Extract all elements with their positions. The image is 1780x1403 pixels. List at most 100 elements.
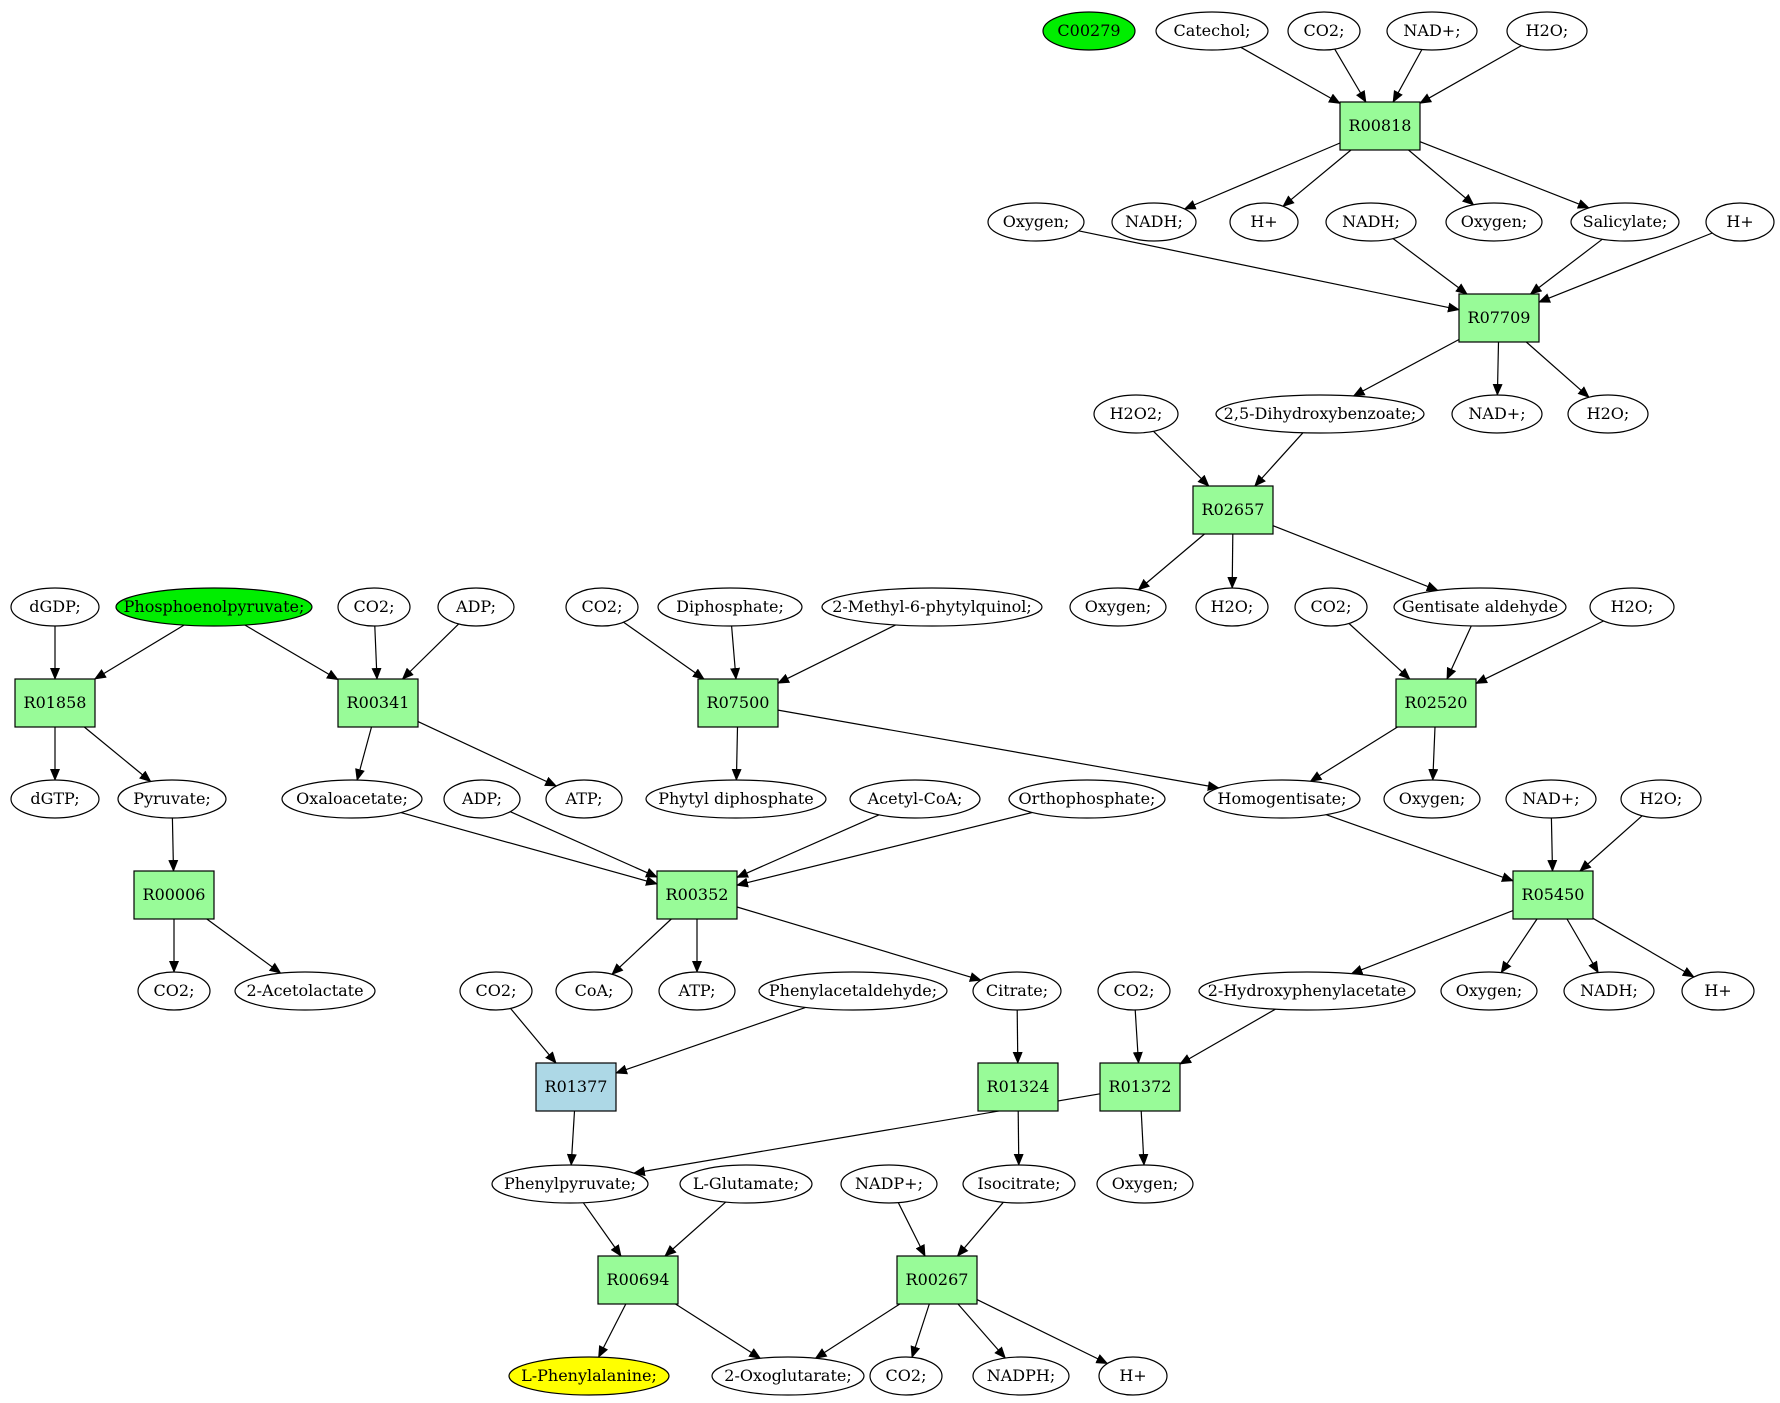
edge-R00267-to-co2_h — [910, 1303, 930, 1359]
compound-node-phenylacet[interactable]: Phenylacetaldehyde; — [758, 971, 948, 1011]
reaction-node-R05450[interactable]: R05450 — [1512, 870, 1594, 920]
compound-node-co2_a[interactable]: CO2; — [1287, 11, 1361, 51]
reaction-node-R01858[interactable]: R01858 — [14, 678, 96, 728]
compound-node-glutamate[interactable]: L-Glutamate; — [679, 1164, 813, 1204]
node-label: ATP; — [565, 789, 603, 808]
compound-node-oxygen_e[interactable]: Oxygen; — [1440, 971, 1538, 1011]
compound-node-hplus_b[interactable]: H+ — [1705, 202, 1775, 242]
node-label: Citrate; — [986, 981, 1048, 1000]
compound-node-co2_h[interactable]: CO2; — [869, 1356, 943, 1396]
compound-ellipse — [869, 1356, 943, 1396]
compound-node-dgtp[interactable]: dGTP; — [10, 779, 100, 819]
compound-node-coa[interactable]: CoA; — [555, 971, 633, 1011]
reaction-node-R01324[interactable]: R01324 — [977, 1062, 1059, 1112]
compound-node-hplus_a[interactable]: H+ — [1229, 202, 1299, 242]
compound-node-catechol[interactable]: Catechol; — [1155, 11, 1269, 51]
compound-node-co2_b[interactable]: CO2; — [1294, 587, 1368, 627]
compound-node-hplus_c[interactable]: H+ — [1681, 971, 1755, 1011]
node-label: Oxygen; — [1112, 1174, 1179, 1193]
compound-node-oxaloacetate[interactable]: Oxaloacetate; — [281, 779, 423, 819]
node-label: Homogentisate; — [1218, 789, 1347, 808]
compound-node-pep[interactable]: Phosphoenolpyruvate; — [115, 587, 313, 627]
compound-node-oxygen_a[interactable]: Oxygen; — [987, 202, 1085, 242]
compound-ellipse — [1097, 971, 1171, 1011]
compound-node-h2o_b[interactable]: H2O; — [1567, 394, 1649, 434]
compound-node-nadh_b[interactable]: NADH; — [1325, 202, 1417, 242]
edge-R00267-to-nadph — [957, 1303, 1006, 1359]
compound-node-co2_c[interactable]: CO2; — [337, 587, 411, 627]
compound-node-salicylate[interactable]: Salicylate; — [1570, 202, 1680, 242]
reaction-node-R01372[interactable]: R01372 — [1099, 1062, 1181, 1112]
compound-node-h2o_d[interactable]: H2O; — [1589, 587, 1675, 627]
compound-node-atp_b[interactable]: ATP; — [658, 971, 736, 1011]
compound-node-atp_a[interactable]: ATP; — [545, 779, 623, 819]
compound-node-h2o_c[interactable]: H2O; — [1195, 587, 1269, 627]
compound-node-adp_a[interactable]: ADP; — [437, 587, 515, 627]
compound-ellipse — [1096, 1164, 1194, 1204]
reaction-node-R00352[interactable]: R00352 — [656, 870, 738, 920]
reaction-node-R07709[interactable]: R07709 — [1458, 293, 1540, 343]
node-label: Phytyl diphosphate — [658, 789, 814, 808]
compound-node-diphos[interactable]: Diphosphate; — [657, 587, 803, 627]
reaction-node-R00694[interactable]: R00694 — [597, 1255, 679, 1305]
compound-node-isocitrate[interactable]: Isocitrate; — [962, 1164, 1076, 1204]
reaction-node-R02520[interactable]: R02520 — [1395, 678, 1477, 728]
compound-node-phenylpyruvate[interactable]: Phenylpyruvate; — [491, 1164, 649, 1204]
compound-node-oxygen_c[interactable]: Oxygen; — [1069, 587, 1167, 627]
compound-node-citrate[interactable]: Citrate; — [972, 971, 1062, 1011]
compound-node-nadp_c[interactable]: NAD+; — [1505, 779, 1597, 819]
edge-co2_g-to-R01372 — [1132, 1009, 1143, 1064]
compound-node-hpa[interactable]: 2-Hydroxyphenylacetate — [1198, 971, 1416, 1011]
compound-ellipse — [1440, 971, 1538, 1011]
reaction-node-R07500[interactable]: R07500 — [697, 678, 779, 728]
compound-node-adp_b[interactable]: ADP; — [443, 779, 521, 819]
compound-node-co2_f[interactable]: CO2; — [459, 971, 533, 1011]
reaction-node-R00267[interactable]: R00267 — [896, 1255, 978, 1305]
compound-node-hplus_d[interactable]: H+ — [1098, 1356, 1168, 1396]
compound-node-orthophos[interactable]: Orthophosphate; — [1008, 779, 1166, 819]
compound-node-oxygen_f[interactable]: Oxygen; — [1096, 1164, 1194, 1204]
reaction-node-R02657[interactable]: R02657 — [1192, 485, 1274, 535]
reaction-node-R00341[interactable]: R00341 — [337, 678, 419, 728]
compound-node-nadp_b[interactable]: NAD+; — [1451, 394, 1543, 434]
node-label: R00267 — [906, 1270, 969, 1289]
compound-node-mpq[interactable]: 2-Methyl-6-phytylquinol; — [821, 587, 1043, 627]
reaction-node-R00006[interactable]: R00006 — [133, 870, 215, 920]
compound-node-dgdp[interactable]: dGDP; — [10, 587, 100, 627]
node-label: NADP+; — [855, 1174, 923, 1193]
compound-node-acetolactate[interactable]: 2-Acetolactate — [234, 971, 376, 1011]
compound-node-nadh_a[interactable]: NADH; — [1111, 202, 1197, 242]
compound-ellipse — [679, 1164, 813, 1204]
compound-node-co2_d[interactable]: CO2; — [565, 587, 639, 627]
compound-node-oxoglut[interactable]: 2-Oxoglutarate; — [711, 1356, 865, 1396]
reaction-node-R01377[interactable]: R01377 — [535, 1062, 617, 1112]
compound-node-gentald[interactable]: Gentisate aldehyde — [1393, 587, 1567, 627]
compound-node-h2o_a[interactable]: H2O; — [1506, 11, 1588, 51]
compound-node-co2_g[interactable]: CO2; — [1097, 971, 1171, 1011]
compound-node-C00279[interactable]: C00279 — [1042, 11, 1136, 51]
compound-ellipse — [10, 587, 100, 627]
compound-ellipse — [555, 971, 633, 1011]
compound-node-oxygen_b[interactable]: Oxygen; — [1445, 202, 1543, 242]
compound-node-acetylcoa[interactable]: Acetyl-CoA; — [849, 779, 981, 819]
node-label: R07500 — [707, 693, 770, 712]
compound-node-dhb[interactable]: 2,5-Dihydroxybenzoate; — [1215, 394, 1425, 434]
node-label: H2O; — [1526, 21, 1569, 40]
compound-node-h2o_e[interactable]: H2O; — [1620, 779, 1702, 819]
node-label: Phenylpyruvate; — [504, 1174, 636, 1193]
node-label: Isocitrate; — [977, 1174, 1060, 1193]
compound-node-co2_e[interactable]: CO2; — [137, 971, 211, 1011]
compound-node-oxygen_d[interactable]: Oxygen; — [1383, 779, 1481, 819]
compound-ellipse — [1198, 971, 1416, 1011]
edge-pyruvate-to-R00006 — [168, 817, 179, 872]
compound-node-phytyl[interactable]: Phytyl diphosphate — [645, 779, 827, 819]
compound-node-nadph[interactable]: NADPH; — [972, 1356, 1070, 1396]
compound-node-homogentisate[interactable]: Homogentisate; — [1203, 779, 1361, 819]
reaction-node-R00818[interactable]: R00818 — [1339, 101, 1421, 151]
compound-node-nadpplus[interactable]: NADP+; — [840, 1164, 938, 1204]
compound-node-nadh_c[interactable]: NADH; — [1563, 971, 1655, 1011]
compound-node-phe[interactable]: L-Phenylalanine; — [508, 1356, 670, 1396]
compound-node-nadp_a[interactable]: NAD+; — [1386, 11, 1478, 51]
compound-node-pyruvate[interactable]: Pyruvate; — [117, 779, 227, 819]
compound-node-h2o2[interactable]: H2O2; — [1093, 394, 1179, 434]
